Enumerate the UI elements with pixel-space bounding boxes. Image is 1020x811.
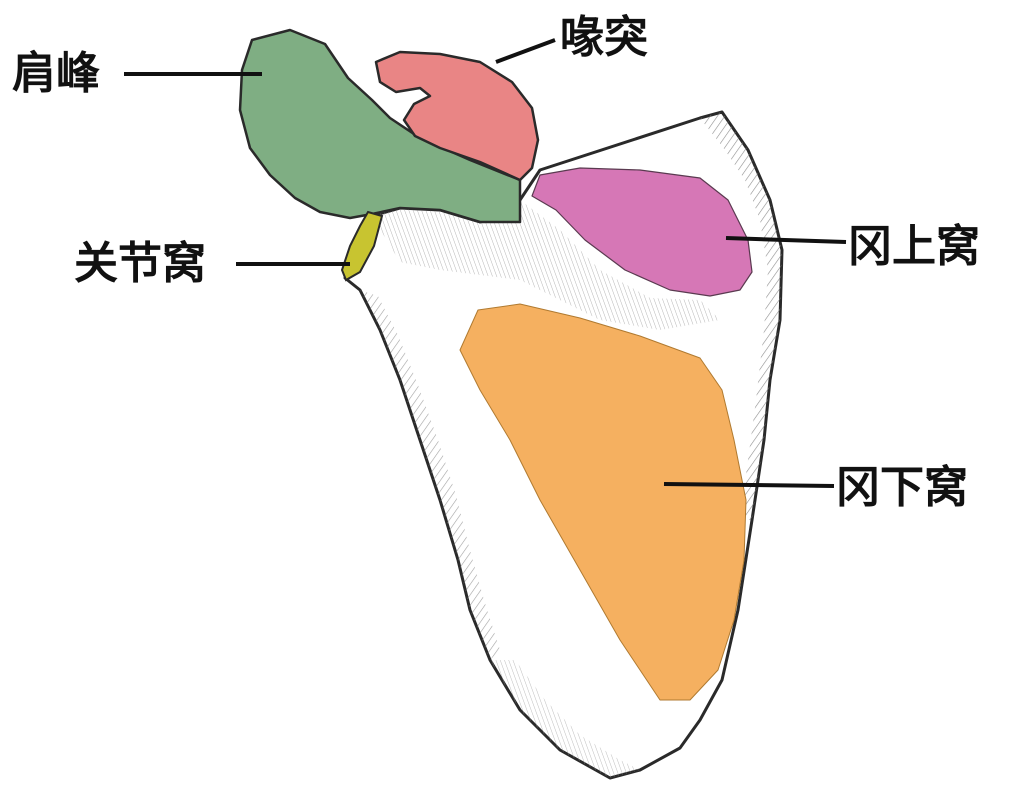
label-acromion: 肩峰 (12, 48, 100, 99)
coracoid-region (374, 50, 540, 182)
leader-line-coracoid (495, 38, 556, 64)
medial-border-shading (700, 112, 782, 520)
leader-line-infraspinous (663, 482, 835, 488)
supraspinous-fossa-region (531, 167, 753, 297)
inferior-angle-shading (490, 660, 640, 778)
spine-shading (372, 200, 720, 330)
acromion-region (238, 28, 522, 224)
infraspinous-fossa-region (459, 303, 747, 701)
label-glenoid: 关节窝 (74, 238, 206, 289)
label-infraspinous: 冈下窝 (836, 462, 968, 513)
label-supraspinous: 冈上窝 (848, 221, 980, 272)
label-coracoid: 喙突 (560, 12, 648, 63)
glenoid-region (340, 210, 384, 282)
leader-line-supraspinous (725, 236, 847, 244)
lateral-border-shading (360, 290, 500, 660)
